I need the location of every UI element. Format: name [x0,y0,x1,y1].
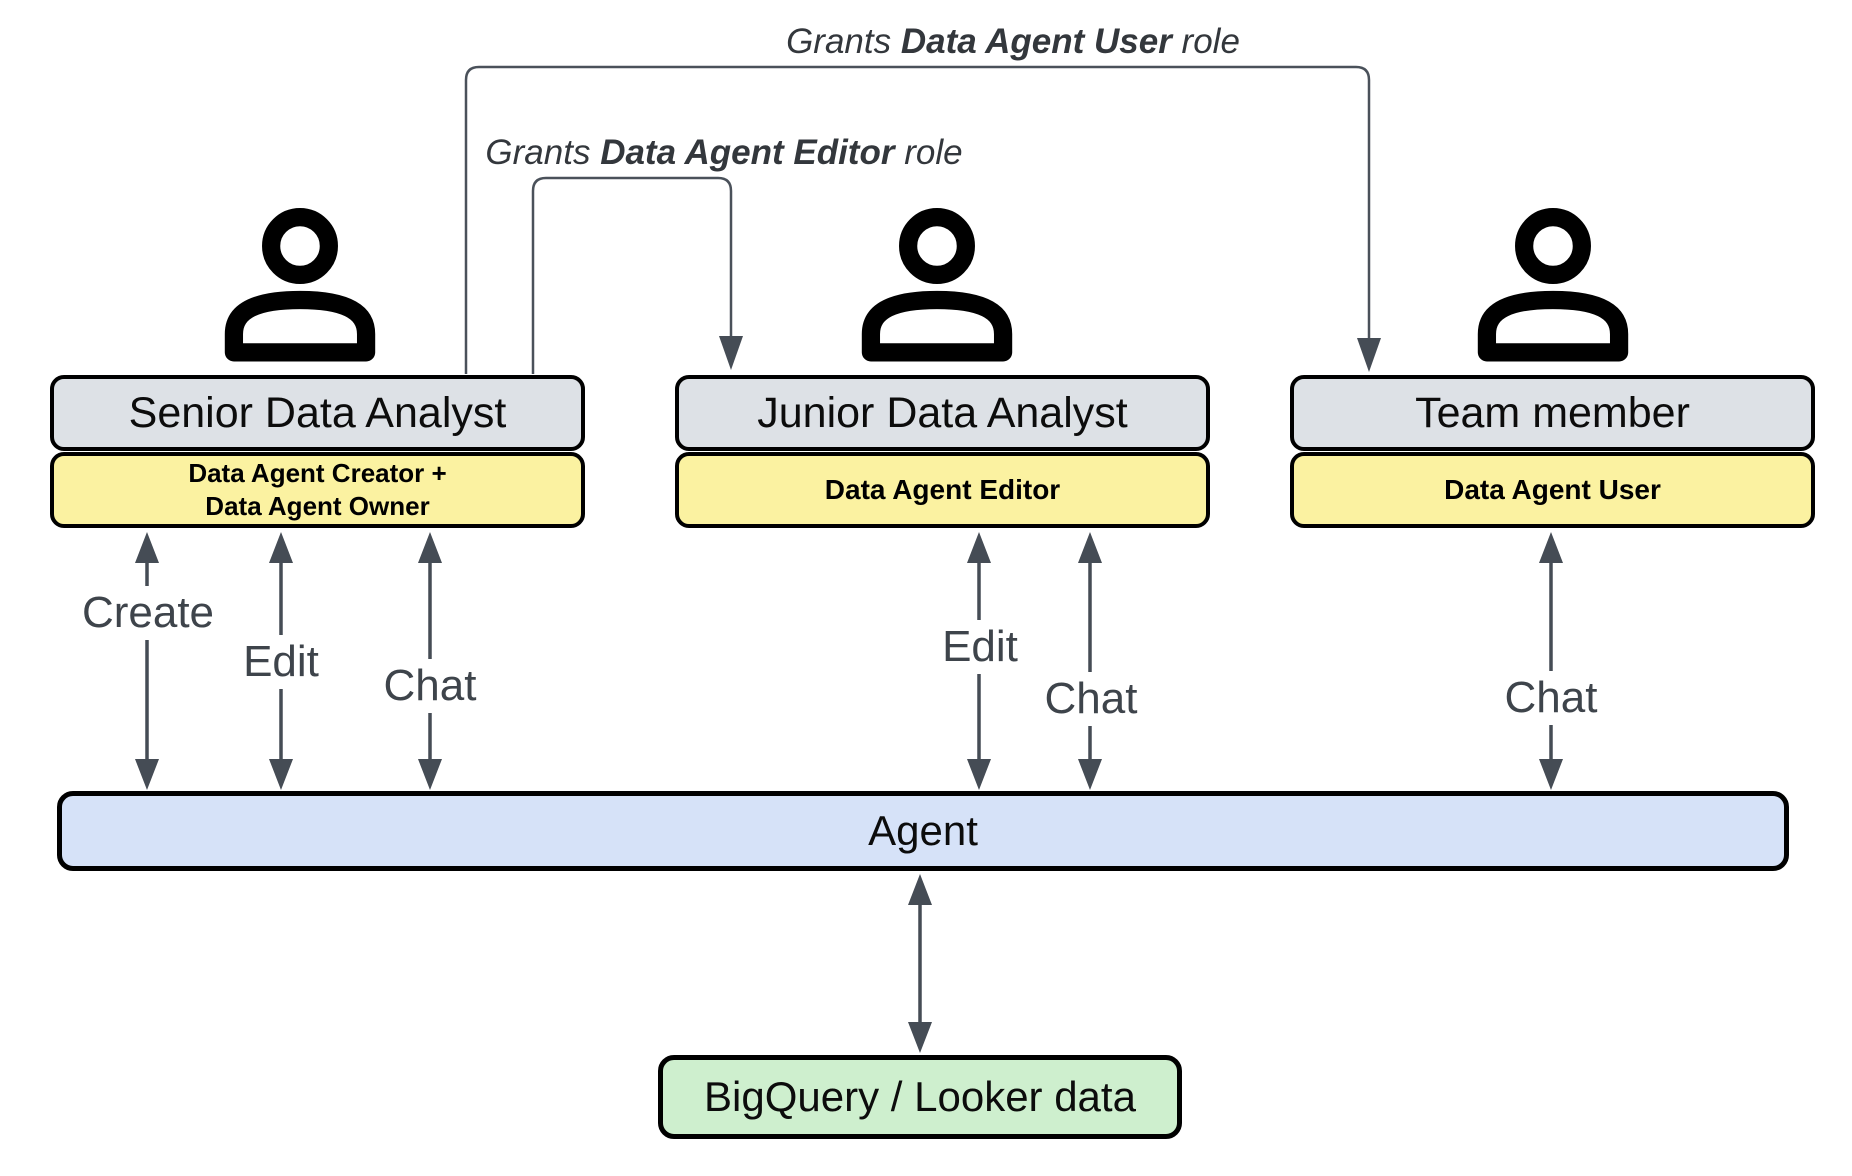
senior-analyst-role-box: Data Agent Creator + Data Agent Owner [50,452,585,528]
senior-role-line-1: Data Agent Creator + [188,458,447,489]
junior-role-line: Data Agent Editor [824,474,1061,506]
grant-user-label: Grants Data Agent User role [786,22,1240,62]
arrowhead-down-icon [418,759,442,790]
person-icon [861,208,1013,362]
arrowhead-down-icon [1539,759,1563,790]
senior-analyst-title: Senior Data Analyst [128,388,507,437]
arrowhead-down-icon [908,1022,932,1053]
agent-label: Agent [868,807,978,854]
grant-editor-prefix: Grants [485,133,601,172]
chat-arrow-junior [1078,532,1102,790]
arrowhead-up-icon [135,532,159,563]
junior-analyst-role-box: Data Agent Editor [675,452,1210,528]
bigquery-looker-box: BigQuery / Looker data [658,1055,1182,1139]
grant-user-suffix: role [1171,22,1240,61]
grant-editor-label: Grants Data Agent Editor role [485,133,962,173]
grant-editor-role: Data Agent Editor [600,133,895,172]
junior-analyst-title-box: Junior Data Analyst [675,375,1210,451]
grant-user-prefix: Grants [786,22,901,61]
arrowhead-up-icon [1539,532,1563,563]
agent-data-arrow [908,874,932,1053]
arrowhead-down-icon [1357,338,1381,372]
person-icon [1477,208,1629,362]
team-member-title-box: Team member [1290,375,1815,451]
junior-analyst-title: Junior Data Analyst [757,388,1128,437]
person-icon [224,208,376,362]
team-member-title: Team member [1415,388,1690,437]
arrowhead-up-icon [269,532,293,563]
chat-label-team: Chat [1495,671,1607,725]
arrowhead-up-icon [967,532,991,563]
grant-user-arrow [464,65,1381,374]
grant-user-role: Data Agent User [900,22,1172,61]
arrowhead-up-icon [418,532,442,563]
arrowhead-down-icon [719,336,743,370]
senior-analyst-title-box: Senior Data Analyst [50,375,585,451]
arrowhead-down-icon [269,759,293,790]
team-member-role-box: Data Agent User [1290,452,1815,528]
agent-bar: Agent [57,791,1789,871]
create-label: Create [72,586,224,640]
arrowhead-up-icon [1078,532,1102,563]
arrowhead-down-icon [135,759,159,790]
arrowhead-up-icon [908,874,932,905]
arrowhead-down-icon [1078,759,1102,790]
edit-label-junior: Edit [933,620,1027,674]
grant-editor-arrow [531,176,743,374]
grant-editor-suffix: role [894,133,963,172]
create-arrow-senior [135,532,159,790]
team-role-line: Data Agent User [1444,474,1661,506]
chat-arrow-team [1539,532,1563,790]
senior-role-line-2: Data Agent Owner [205,491,430,521]
edit-label-senior: Edit [234,635,328,689]
bigquery-looker-label: BigQuery / Looker data [704,1073,1136,1120]
arrowhead-down-icon [967,759,991,790]
chat-label-junior: Chat [1035,672,1147,726]
chat-label-senior: Chat [374,659,486,713]
